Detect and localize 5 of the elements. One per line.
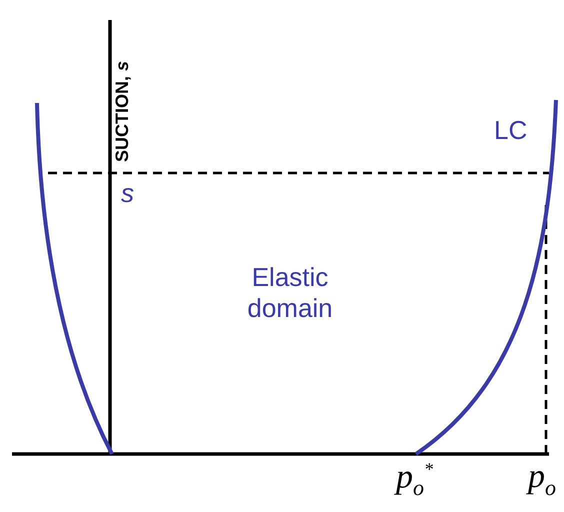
axis-value-label: s: [121, 180, 134, 206]
axis-title: SUCTION, s: [113, 60, 131, 162]
region-label: Elastic domain: [246, 262, 334, 324]
curve-label: LC: [494, 117, 528, 143]
axis-value-label: p$_{o}$: [528, 460, 556, 499]
